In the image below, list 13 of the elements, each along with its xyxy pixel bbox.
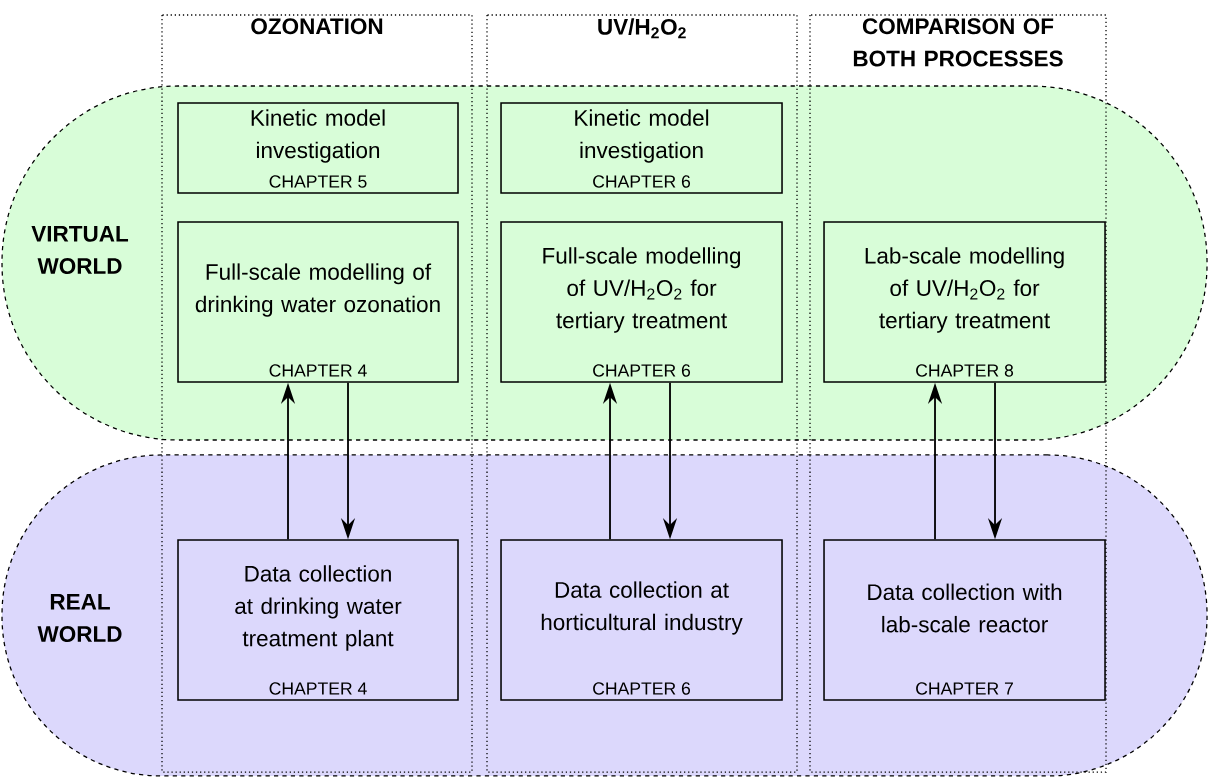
process-box: Data collection at drinking water treatment plant CHAPTER 4 [177,539,459,701]
process-box: Full-scale modelling of UV/H$_{2}$O$_{2}$ for tertiary treatment CHAPTER 6 [500,221,783,383]
process-box: Kinetic model investigation CHAPTER 6 [500,102,783,194]
band-label: REAL WORLD [37,594,122,642]
process-box: Data collection with lab-scale reactor CHAPTER 7 [823,539,1106,701]
process-box: Full-scale modelling of drinking water ozonation CHAPTER 4 [177,221,459,383]
process-box: Lab-scale modelling of UV/H$_{2}$O$_{2}$ for tertiary treatment CHAPTER 8 [823,221,1106,383]
process-box: Data collection at horticultural industry CHAPTER 6 [500,539,783,701]
column-heading: OZONATION [251,18,383,35]
band-label: VIRTUAL WORLD [31,226,129,274]
process-box: Kinetic model investigation CHAPTER 5 [177,102,459,194]
column-heading: COMPARISON OF BOTH PROCESSES [853,18,1063,67]
column-heading: UV/H$_{2}$O$_{2}$ [598,18,686,39]
